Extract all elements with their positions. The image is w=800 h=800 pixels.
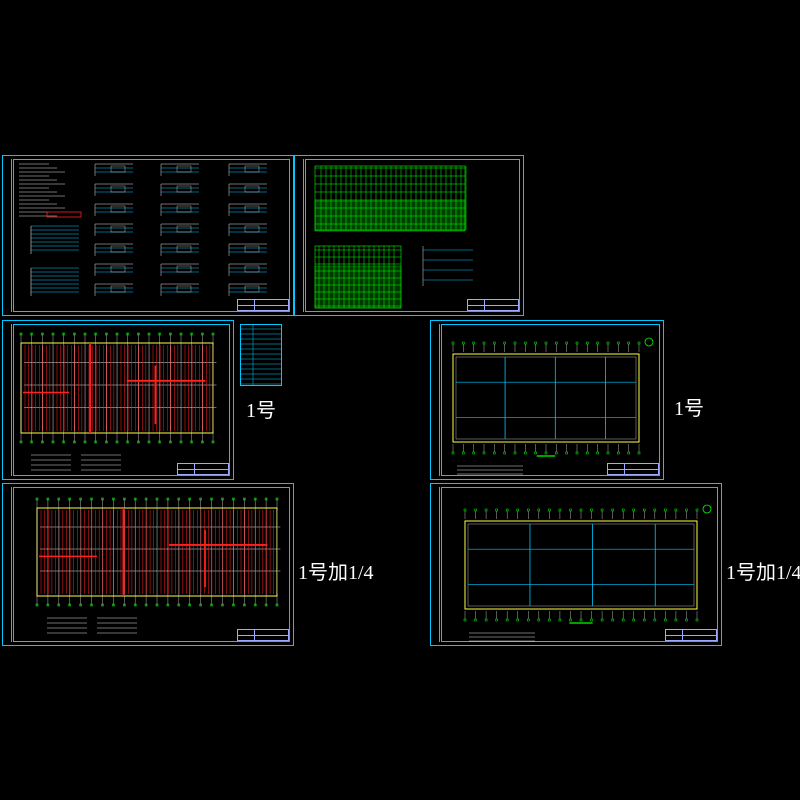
sheet-size-label: 1号	[246, 400, 276, 422]
system-diagram-drawing	[19, 163, 267, 296]
lighting-plan-large-drawing	[35, 497, 281, 634]
power-plan-large-drawing	[463, 504, 712, 642]
sheet-sidebar	[432, 324, 440, 476]
sheet-power-plan[interactable]	[430, 320, 664, 480]
sheet-size-label: 1号加1/4	[726, 562, 800, 584]
sheet-size-label: 1号加1/4	[298, 562, 374, 584]
sheet-sidebar	[432, 487, 440, 642]
power-plan-drawing	[451, 337, 654, 475]
sheet-border	[13, 324, 230, 476]
sheet-power-plan-large[interactable]	[430, 483, 722, 646]
panel-schedule-drawing	[314, 165, 473, 309]
legend-table-lines	[241, 325, 281, 385]
sheet-border	[441, 487, 718, 642]
title-block	[237, 299, 289, 311]
sheet-border	[13, 159, 290, 312]
title-block	[665, 629, 717, 641]
sheet-lighting-plan[interactable]	[2, 320, 234, 480]
sheet-sidebar	[296, 159, 304, 312]
sheet-lighting-plan-large[interactable]	[2, 483, 294, 646]
lighting-plan-drawing	[19, 332, 217, 471]
sheet-panel-schedule[interactable]	[294, 155, 524, 316]
title-block	[467, 299, 519, 311]
sheet-sidebar	[4, 324, 12, 476]
title-block	[607, 463, 659, 475]
sheet-sidebar	[4, 487, 12, 642]
sheet-size-label: 1号	[674, 398, 704, 420]
sheet-border	[305, 159, 520, 312]
title-block	[177, 463, 229, 475]
sheet-border	[13, 487, 290, 642]
legend-table	[240, 324, 282, 386]
title-block	[237, 629, 289, 641]
sheet-system-diagram[interactable]	[2, 155, 294, 316]
sheet-border	[441, 324, 660, 476]
sheet-sidebar	[4, 159, 12, 312]
